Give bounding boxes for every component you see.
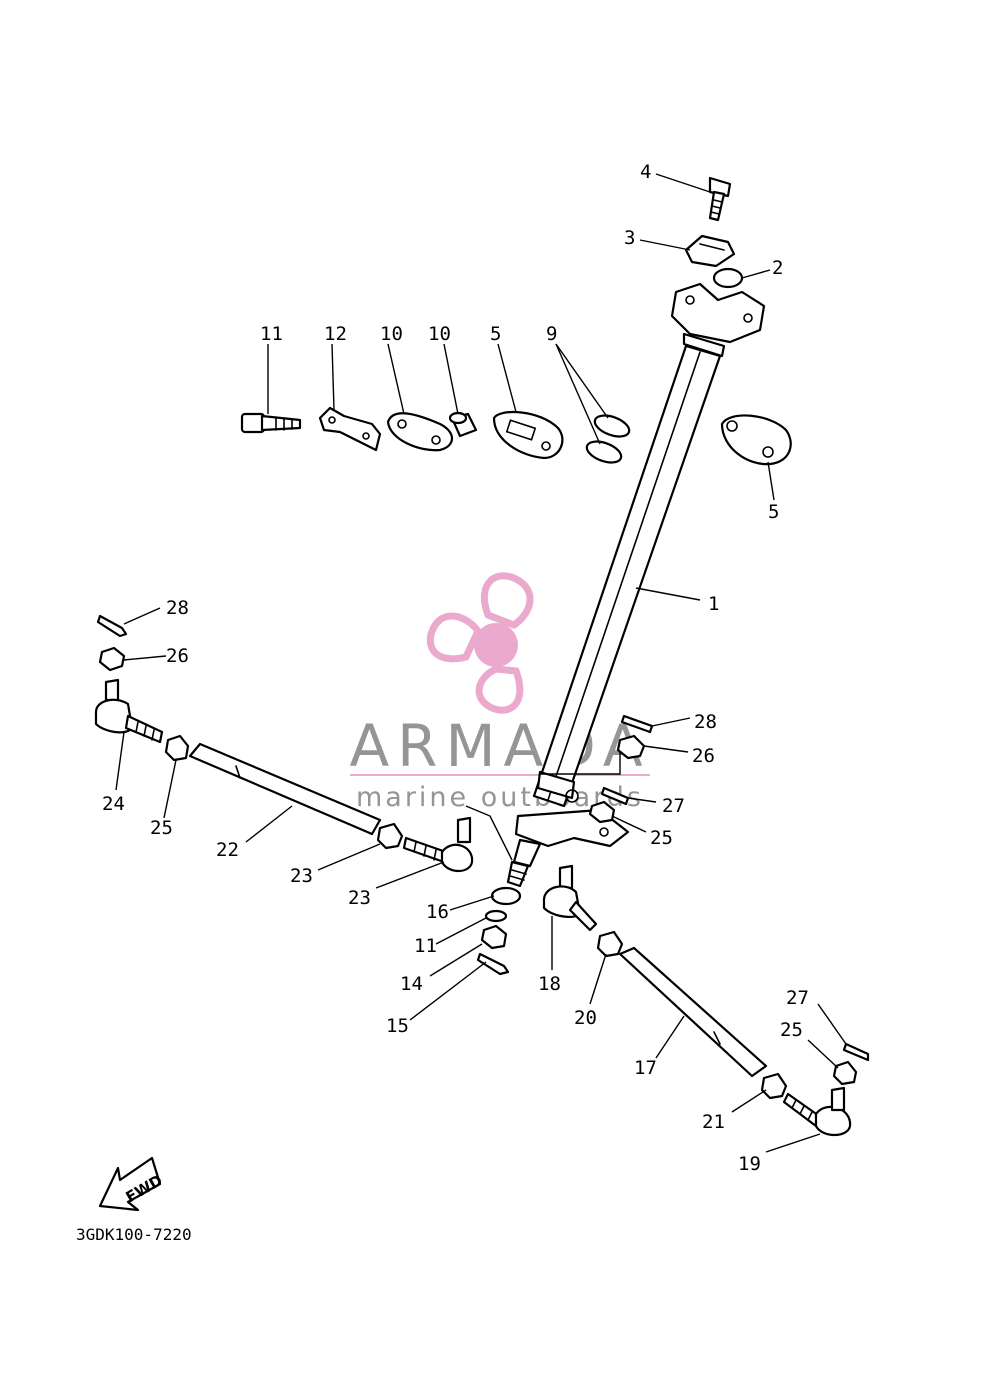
nut-center-part [616,734,646,760]
callout-28a: 28 [166,597,189,619]
cotter-pin-right-part [842,1042,870,1062]
nut-19-part [760,1072,788,1100]
drawing-number: 3GDK100-7220 [76,1225,192,1244]
callout-7: 10 [380,323,403,345]
callout-28b: 28 [694,711,717,733]
collar-part [448,411,478,438]
cotter-pin-left-part [96,614,128,638]
washer-11-part [484,909,508,923]
tie-rod-left-part [188,742,382,836]
callout-22: 24 [102,793,125,815]
callout-1: 1 [708,593,719,615]
callout-25a: 25 [650,827,673,849]
callout-11: 11 [414,935,437,957]
callout-8: 11 [260,323,283,345]
callout-18: 20 [574,1007,597,1029]
tie-rod-right-part [618,946,768,1078]
nut-12-part [480,924,508,950]
callout-26a: 26 [166,645,189,667]
callout-13: 15 [386,1015,409,1037]
nut-18-part [596,930,624,958]
tie-rod-end-right-part [782,1086,852,1137]
callout-10: 10 [428,323,451,345]
tie-rod-end-left-part [94,678,164,744]
callout-21: 23 [348,887,371,909]
callout-25b: 25 [780,1019,803,1041]
plate-part [386,412,454,452]
bushing-right-part [720,414,792,466]
washer-14-part [490,886,522,906]
propeller-icon [426,572,534,714]
leader-lines [115,173,847,1153]
callout-5a: 5 [490,323,501,345]
callout-6: 9 [546,323,557,345]
callout-19: 21 [702,1111,725,1133]
watermark-logo: ARMADA marine outboards [349,572,650,813]
callout-26b: 26 [692,745,715,767]
watermark-brand: ARMADA [349,712,650,780]
nut-rod-left-part [164,734,190,762]
nut-23-part [376,822,404,850]
cotter-pin-13-part [476,952,510,976]
callout-2: 2 [772,257,783,279]
bolt-top-part [708,176,732,222]
callout-16: 18 [538,973,561,995]
callout-23: 23 [290,865,313,887]
cotter-pin-center-part [620,714,654,734]
callout-4: 4 [640,161,651,183]
callout-27a: 27 [662,795,685,817]
bracket-part [318,406,382,452]
nut-right-part [832,1060,858,1086]
callout-17: 19 [738,1153,761,1175]
callout-14: 16 [426,901,449,923]
bolt-left-part [240,412,302,434]
nut-center-2-part [588,800,616,824]
callout-15: 17 [634,1057,657,1079]
callout-27b: 27 [786,987,809,1009]
callout-9: 12 [324,323,347,345]
nut-left-part [98,646,126,672]
callout-20: 22 [216,839,239,861]
callout-24: 25 [150,817,173,839]
callout-labels: 4 3 2 11 12 10 10 5 9 5 1 28 26 28 26 27… [102,161,809,1175]
tie-rod-end-21-part [402,816,474,873]
callout-12: 14 [400,973,423,995]
fwd-arrow-icon: FWD [98,1156,166,1212]
steering-shaft [506,282,766,888]
tie-rod-end-16-part [542,864,598,932]
bushing-left-part [492,411,564,460]
callout-5b: 5 [768,501,779,523]
circlip-part [585,414,631,464]
holder-upper-part [684,234,736,268]
callout-3: 3 [624,227,635,249]
cotter-pin-center-2-part [600,786,630,806]
cap-part [712,267,744,289]
